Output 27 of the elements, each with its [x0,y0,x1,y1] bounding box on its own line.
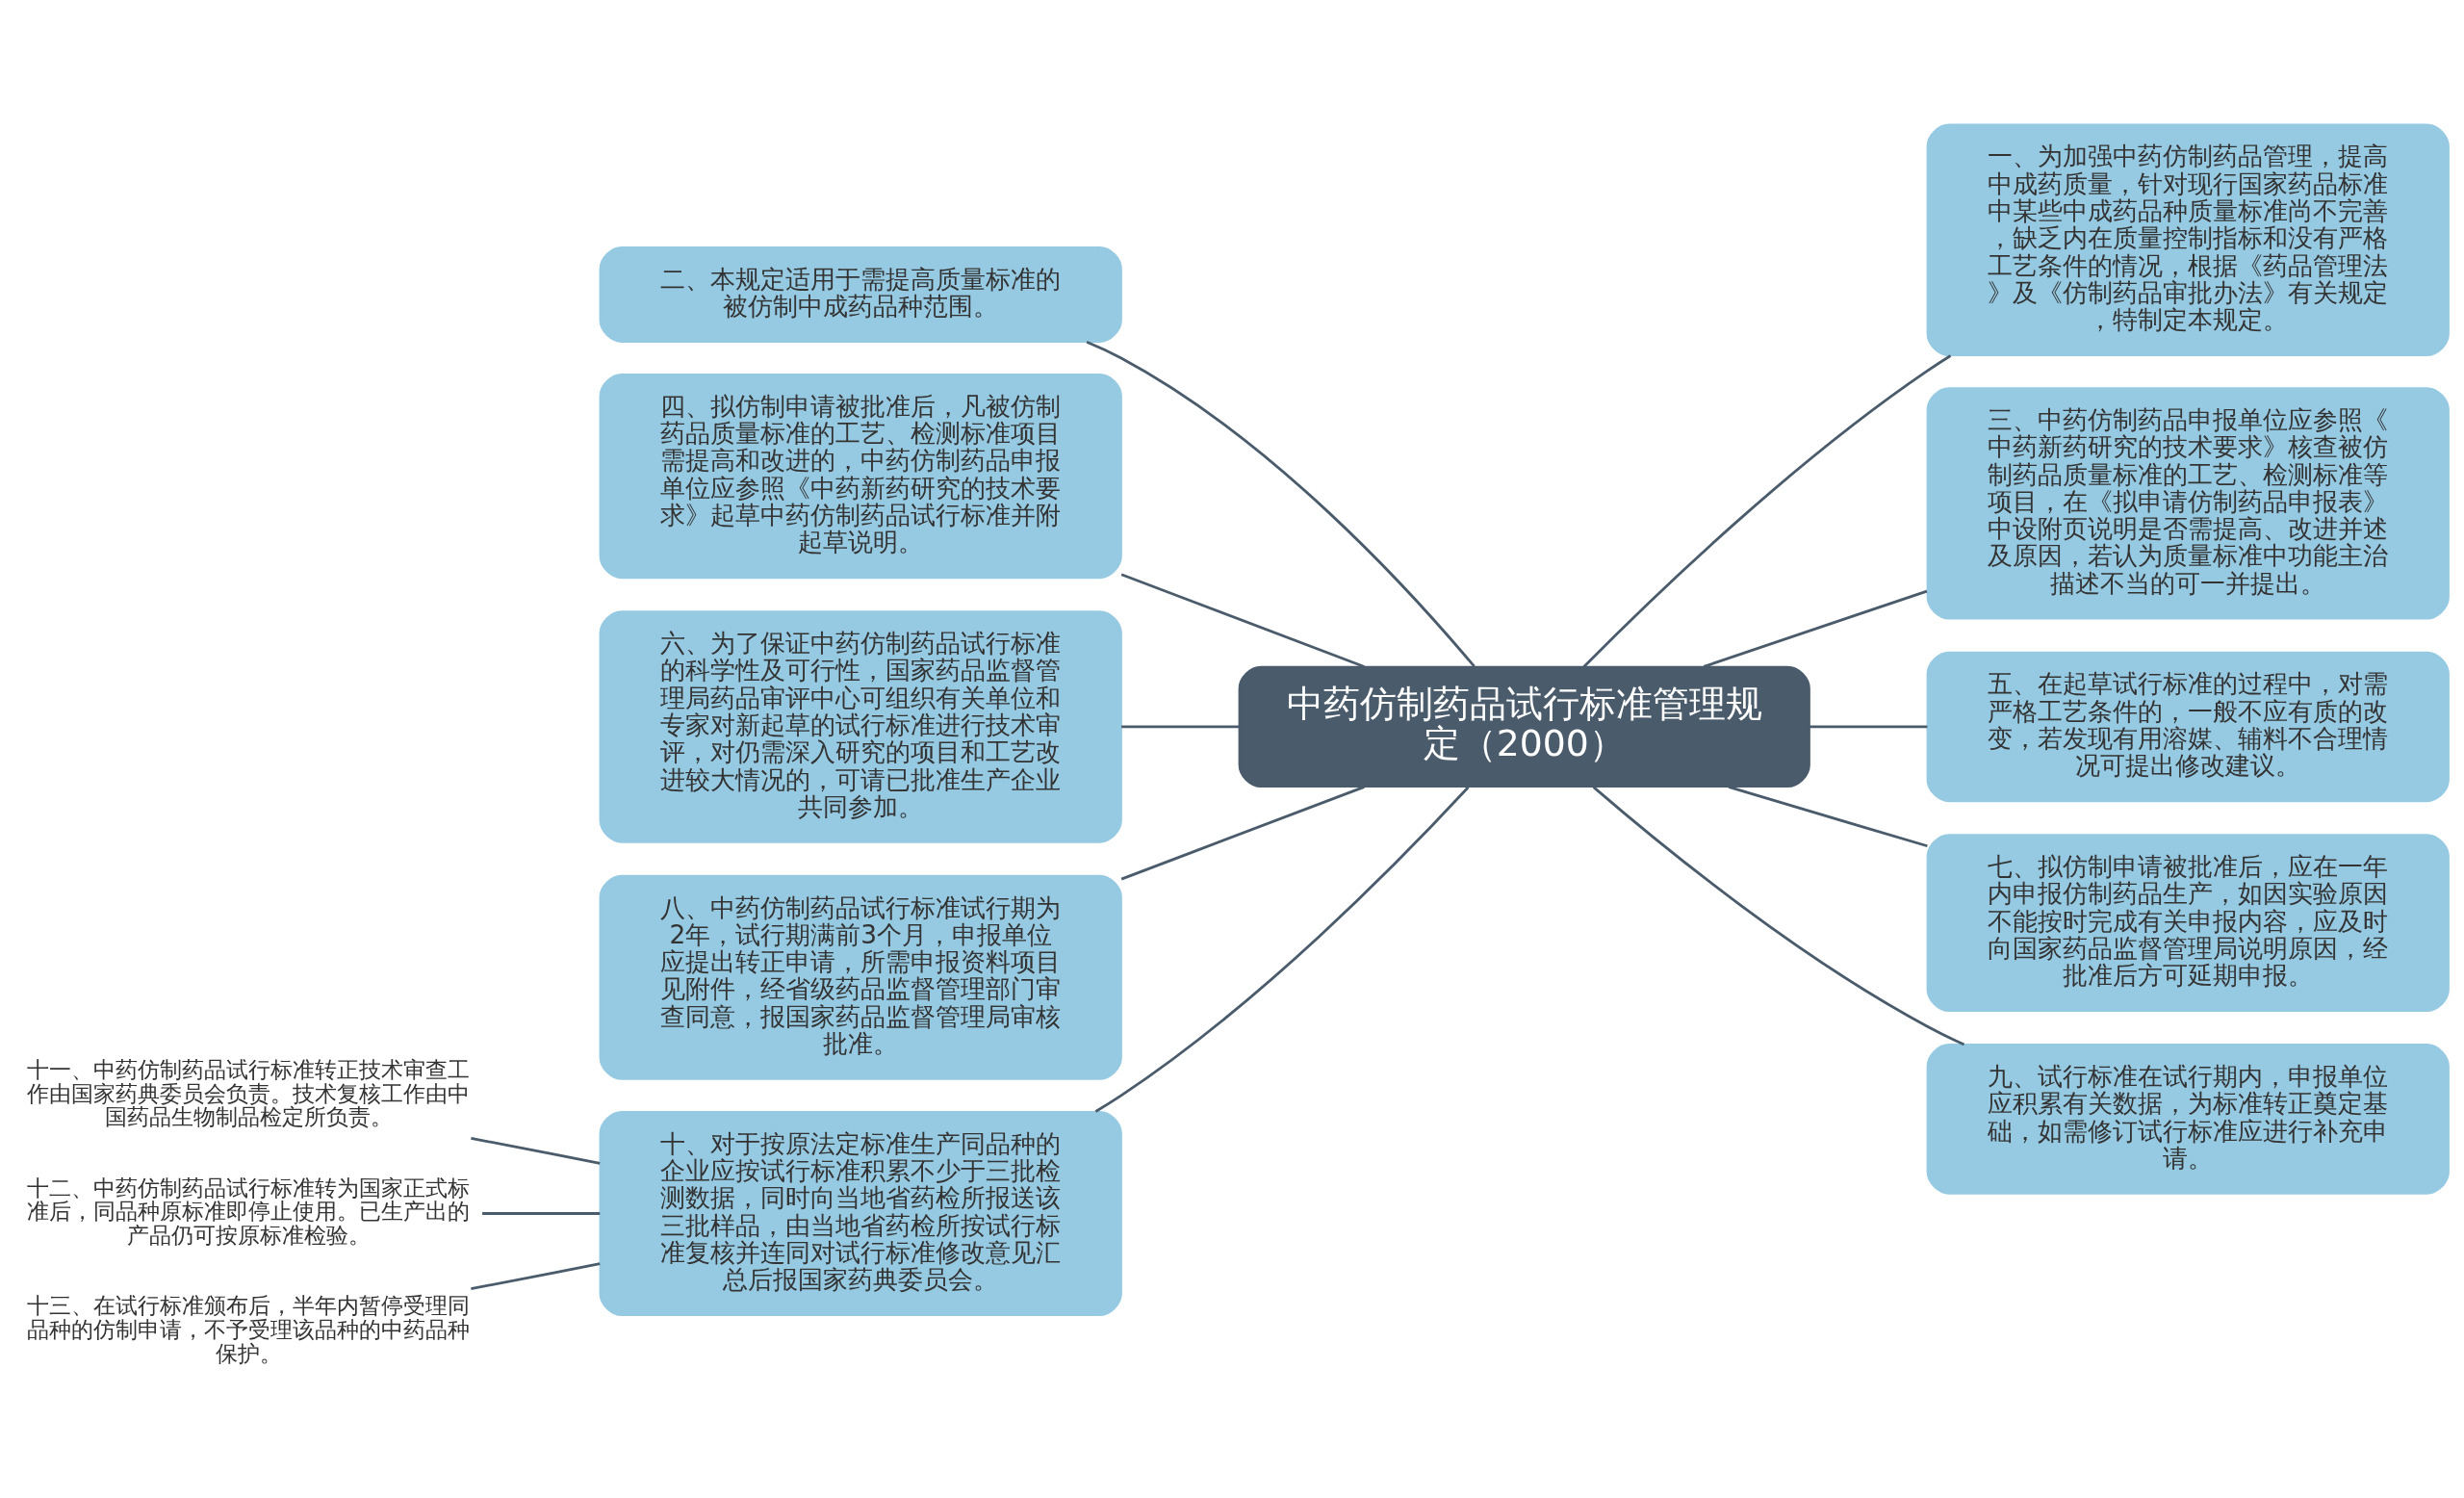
connector [1120,785,1365,880]
node-box: 十、对于按原法定标准生产同品种的企业应按试行标准积累不少于三批检测数据，同时向当地省药检所报送该三批样品，由当地省药检所按试行标准复核并连同对试行标准修改意见汇总后报国家药典委员会。 [599,1110,1122,1316]
node-box: 三、中药仿制药品申报单位应参照《中药新药研究的技术要求》核查被仿制药品质量标准的工艺、检测标准等项目，在《拟申请仿制药品申报表》中设附页说明是否需提高、改进并述及原因，若认为质量标准中功能主治描述不当的可一并提出。 [1926,386,2450,620]
connector [1121,725,1240,728]
connector [471,1261,601,1290]
node-box: 二、本规定适用于需提高质量标准的被仿制中成药品种范围。 [599,245,1122,343]
connector [1582,353,1952,667]
node-text: 十三、在试行标准颁布后，半年内暂停受理同品种的仿制申请，不予受理该品种的中药品种保护。 [27,1292,471,1365]
node-box: 一、为加强中药仿制药品管理，提高中成药质量，针对现行国家药品标准中某些中成药品种质量标准尚不完善，缺乏内在质量控制指标和没有严格工艺条件的情况，根据《药品管理法》及《仿制药品审批办法》有关规定，特制定本规定。 [1926,123,2450,356]
node-box: 中药仿制药品试行标准管理规定（2000） [1238,665,1810,788]
connector [1094,786,1470,1113]
node-text: 十二、中药仿制药品试行标准转为国家正式标准后，同品种原标准即停止使用。已生产出的产品仍可按原标准检验。 [27,1175,471,1248]
connector [1086,340,1476,667]
node-box: 五、在起草试行标准的过程中，对需严格工艺条件的，一般不应有质的改变，若发现有用溶媒、辅料不合理情况可提出修改建议。 [1926,651,2450,802]
node-text: 十一、中药仿制药品试行标准转正技术审查工作由国家药典委员会负责。技术复核工作由中国药品生物制品检定所负责。 [27,1056,471,1129]
connector [1120,572,1365,668]
node-box: 九、试行标准在试行期内，申报单位应积累有关数据，为标准转正奠定基础，如需修订试行标准应进行补充申请。 [1926,1043,2450,1195]
connector [1728,785,1928,847]
connector [1809,725,1928,728]
node-box: 四、拟仿制申请被批准后，凡被仿制药品质量标准的工艺、检测标准项目需提高和改进的，中药仿制药品申报单位应参照《中药新药研究的技术要求》起草中药仿制药品试行标准并附起草说明。 [599,373,1122,579]
connector [1592,786,1965,1046]
node-box: 六、为了保证中药仿制药品试行标准的科学性及可行性，国家药品监督管理局药品审评中心可组织有关单位和专家对新起草的试行标准进行技术审评，对仍需深入研究的项目和工艺改进较大情况的，可请已批准生产企业共同参加。 [599,609,1122,843]
connector [482,1211,601,1215]
connector [471,1136,601,1165]
node-box: 八、中药仿制药品试行标准试行期为2年，试行期满前3个月，申报单位应提出转正申请，所需申报资料项目见附件，经省级药品监督管理部门审查同意，报国家药品监督管理局审核批准。 [599,874,1122,1080]
node-box: 七、拟仿制申请被批准后，应在一年内申报仿制药品生产，如因实验原因不能按时完成有关申报内容，应及时向国家药品监督管理局说明原因，经批准后方可延期申报。 [1926,833,2450,1012]
connector [1703,589,1928,668]
